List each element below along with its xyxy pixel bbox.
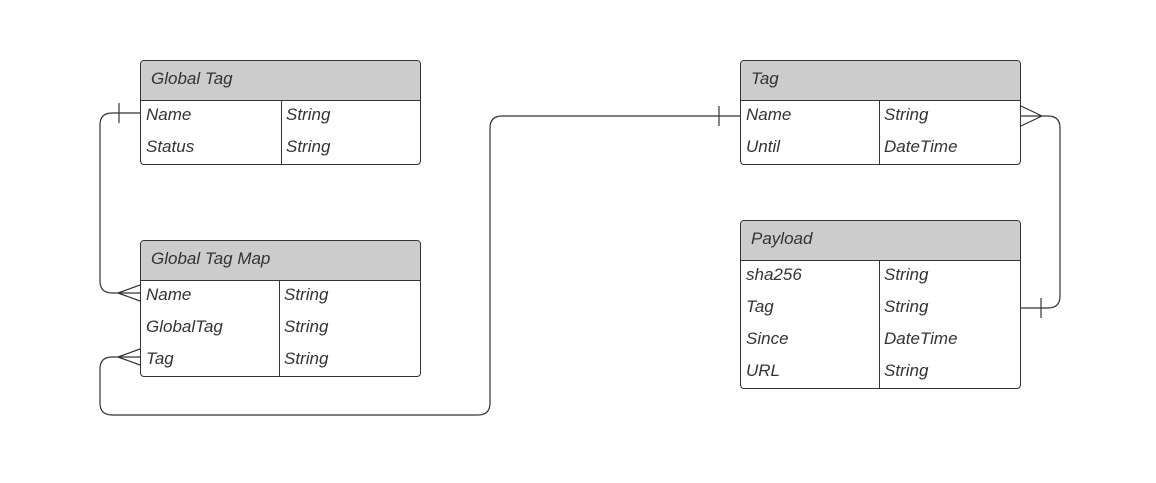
entity-payload[interactable]: Payload sha256 String Tag String Since D…: [740, 220, 1021, 389]
entity-title: Payload: [741, 221, 1020, 261]
field-name: Tag: [146, 349, 174, 368]
field-row: Name String: [141, 281, 420, 313]
field-name: Name: [746, 105, 792, 124]
field-type: String: [884, 265, 929, 284]
field-type: String: [286, 137, 331, 156]
field-name: URL: [746, 361, 781, 380]
many-marker-globaltagmap-name: [117, 284, 141, 302]
field-type: String: [284, 349, 329, 368]
field-list: Name String Status String: [141, 101, 420, 164]
entity-tag[interactable]: Tag Name String Until DateTime: [740, 60, 1021, 165]
field-type: String: [884, 361, 929, 380]
column-divider: [879, 261, 880, 388]
field-name: Tag: [746, 297, 774, 316]
column-divider: [879, 101, 880, 164]
entity-title: Global Tag: [141, 61, 420, 101]
field-row: Name String: [141, 101, 420, 133]
field-row: sha256 String: [741, 261, 1020, 293]
field-list: Name String Until DateTime: [741, 101, 1020, 164]
field-type: DateTime: [884, 329, 958, 348]
field-type: String: [286, 105, 331, 124]
connector-globaltag-globaltagmap: [99, 112, 140, 294]
field-name: sha256: [746, 265, 802, 284]
field-row: Name String: [741, 101, 1020, 133]
field-type: String: [284, 285, 329, 304]
field-row: Tag String: [741, 293, 1020, 325]
field-name: Name: [146, 285, 192, 304]
connector-payload-tag: [1021, 115, 1061, 309]
many-marker-globaltagmap-tag: [117, 348, 141, 366]
field-name: Name: [146, 105, 192, 124]
field-row: GlobalTag String: [141, 313, 420, 345]
field-type: DateTime: [884, 137, 958, 156]
field-name: Since: [746, 329, 789, 348]
field-row: Tag String: [141, 345, 420, 376]
field-name: Until: [746, 137, 781, 156]
entity-global-tag-map[interactable]: Global Tag Map Name String GlobalTag Str…: [140, 240, 421, 377]
field-row: Since DateTime: [741, 325, 1020, 357]
field-row: Status String: [141, 133, 420, 164]
field-name: GlobalTag: [146, 317, 223, 336]
field-name: Status: [146, 137, 195, 156]
field-list: sha256 String Tag String Since DateTime …: [741, 261, 1020, 388]
field-row: URL String: [741, 357, 1020, 388]
many-marker-tag-name: [1020, 105, 1043, 127]
entity-title: Tag: [741, 61, 1020, 101]
column-divider: [279, 281, 280, 376]
field-list: Name String GlobalTag String Tag String: [141, 281, 420, 376]
entity-title: Global Tag Map: [141, 241, 420, 281]
entity-global-tag[interactable]: Global Tag Name String Status String: [140, 60, 421, 165]
connector-tag-globaltagmap: [99, 115, 740, 416]
field-type: String: [884, 105, 929, 124]
column-divider: [281, 101, 282, 164]
field-type: String: [284, 317, 329, 336]
field-type: String: [884, 297, 929, 316]
field-row: Until DateTime: [741, 133, 1020, 164]
